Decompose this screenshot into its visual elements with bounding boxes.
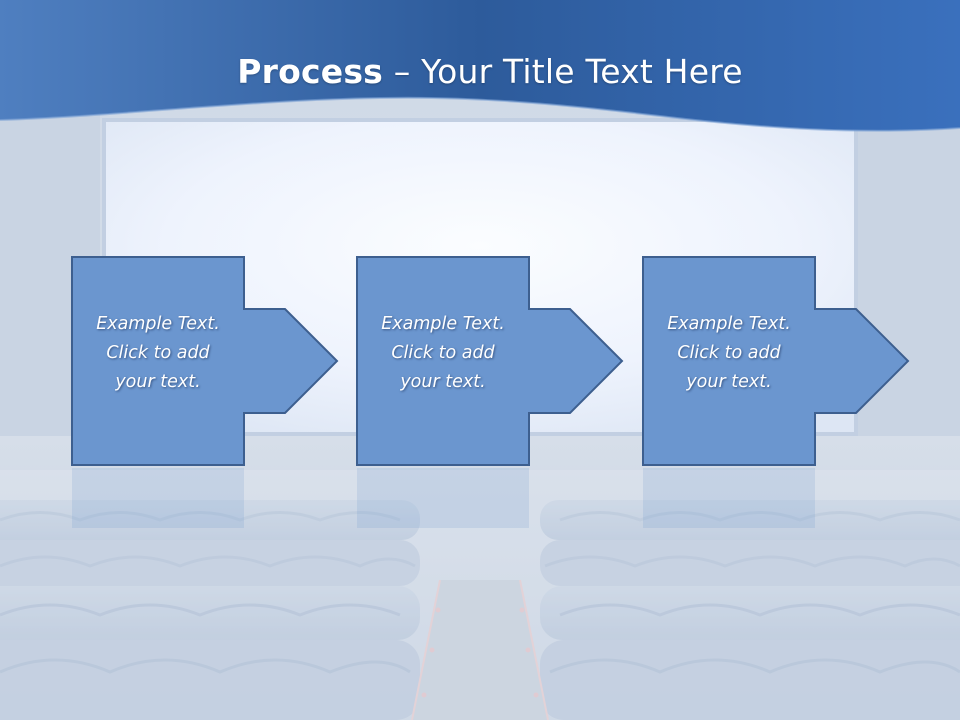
process-step-1[interactable] [71, 256, 339, 466]
step-3-text[interactable]: Example Text. Click to add your text. [643, 310, 815, 397]
step-text-line: Example Text. [667, 314, 791, 334]
step-text-line: Example Text. [381, 314, 505, 334]
step-text-line: Click to add [391, 343, 495, 363]
process-steps [71, 256, 910, 466]
step-1-text[interactable]: Example Text. Click to add your text. [72, 310, 244, 397]
step-text-line: Click to add [677, 343, 781, 363]
process-step-3[interactable] [642, 256, 910, 466]
step-text-line: Example Text. [96, 314, 220, 334]
title-bold-text: Process [237, 52, 384, 91]
aisle [412, 580, 548, 720]
aisle-lights [421, 607, 539, 698]
step-text-line: Click to add [106, 343, 210, 363]
slide-title[interactable]: Process – Your Title Text Here [0, 52, 960, 91]
seats-left [0, 500, 420, 720]
process-step-2[interactable] [356, 256, 624, 466]
step-2-text[interactable]: Example Text. Click to add your text. [357, 310, 529, 397]
seats-right [540, 500, 960, 720]
title-banner [0, 0, 960, 131]
step-text-line: your text. [115, 372, 201, 392]
shape-reflections [72, 468, 815, 528]
title-rest-text: – Your Title Text Here [383, 52, 743, 91]
step-text-line: your text. [400, 372, 486, 392]
step-text-line: your text. [686, 372, 772, 392]
